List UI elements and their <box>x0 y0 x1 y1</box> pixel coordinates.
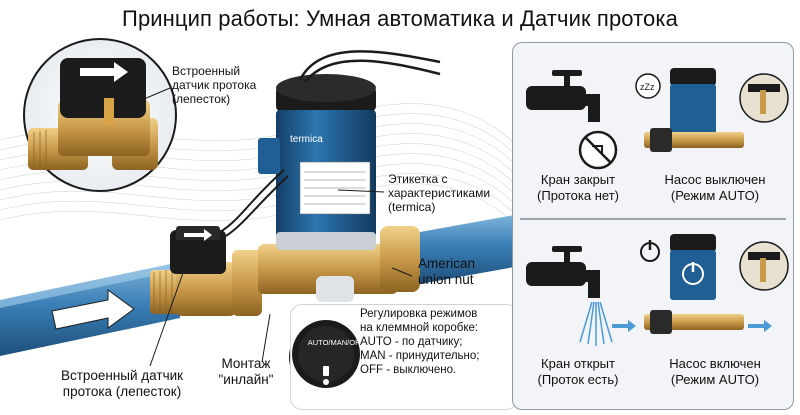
leader-line <box>261 313 271 363</box>
power-icon <box>640 240 660 262</box>
callout-text: Регулировка режимов на клеммной коробке:… <box>360 308 480 376</box>
leader-line <box>391 267 413 277</box>
closed-tap-icon <box>526 70 618 170</box>
open-tap-icon <box>526 246 613 346</box>
states-divider <box>520 218 786 220</box>
state-open-tap-label: Кран открыт (Проток есть) <box>537 356 619 387</box>
leader-line <box>117 87 171 111</box>
label-inline-mount: Монтаж "инлайн" <box>218 356 274 387</box>
flow-arrow-icon <box>51 289 135 330</box>
leader-line <box>337 189 385 193</box>
leader-line <box>149 269 185 367</box>
state-pump-on-label: Насос включен (Режим AUTO) <box>669 356 761 387</box>
switch-label: AUTO/MAN/OFF <box>307 338 365 347</box>
circulation-pump <box>219 50 441 250</box>
label-specs: Этикетка с характеристиками (termica) <box>388 172 491 214</box>
page-title: Принцип работы: Умная автоматика и Датчи… <box>122 6 678 31</box>
sensor-zoom-circle <box>23 38 177 192</box>
state-closed-tap-label: Кран закрыт (Протока нет) <box>537 172 619 203</box>
label-american-nut: American union nut <box>418 256 476 287</box>
flow-sensor-housing <box>170 226 226 274</box>
states-illustrations: zZz <box>526 68 789 346</box>
pump-on-illustration <box>612 234 789 334</box>
state-pump-off-label: Насос выключен (Режим AUTO) <box>664 172 766 203</box>
mode-switch-knob-overlay <box>292 320 360 388</box>
pump-off-illustration: zZz <box>635 68 789 152</box>
label-builtin-sensor-bottom: Встроенный датчик протока (лепесток) <box>60 368 184 399</box>
pump-brand-text: termica <box>290 134 323 145</box>
label-builtin-sensor-top: Встроенный датчик протока (лепесток) <box>172 64 257 106</box>
sleep-icon-text: zZz <box>640 82 655 92</box>
